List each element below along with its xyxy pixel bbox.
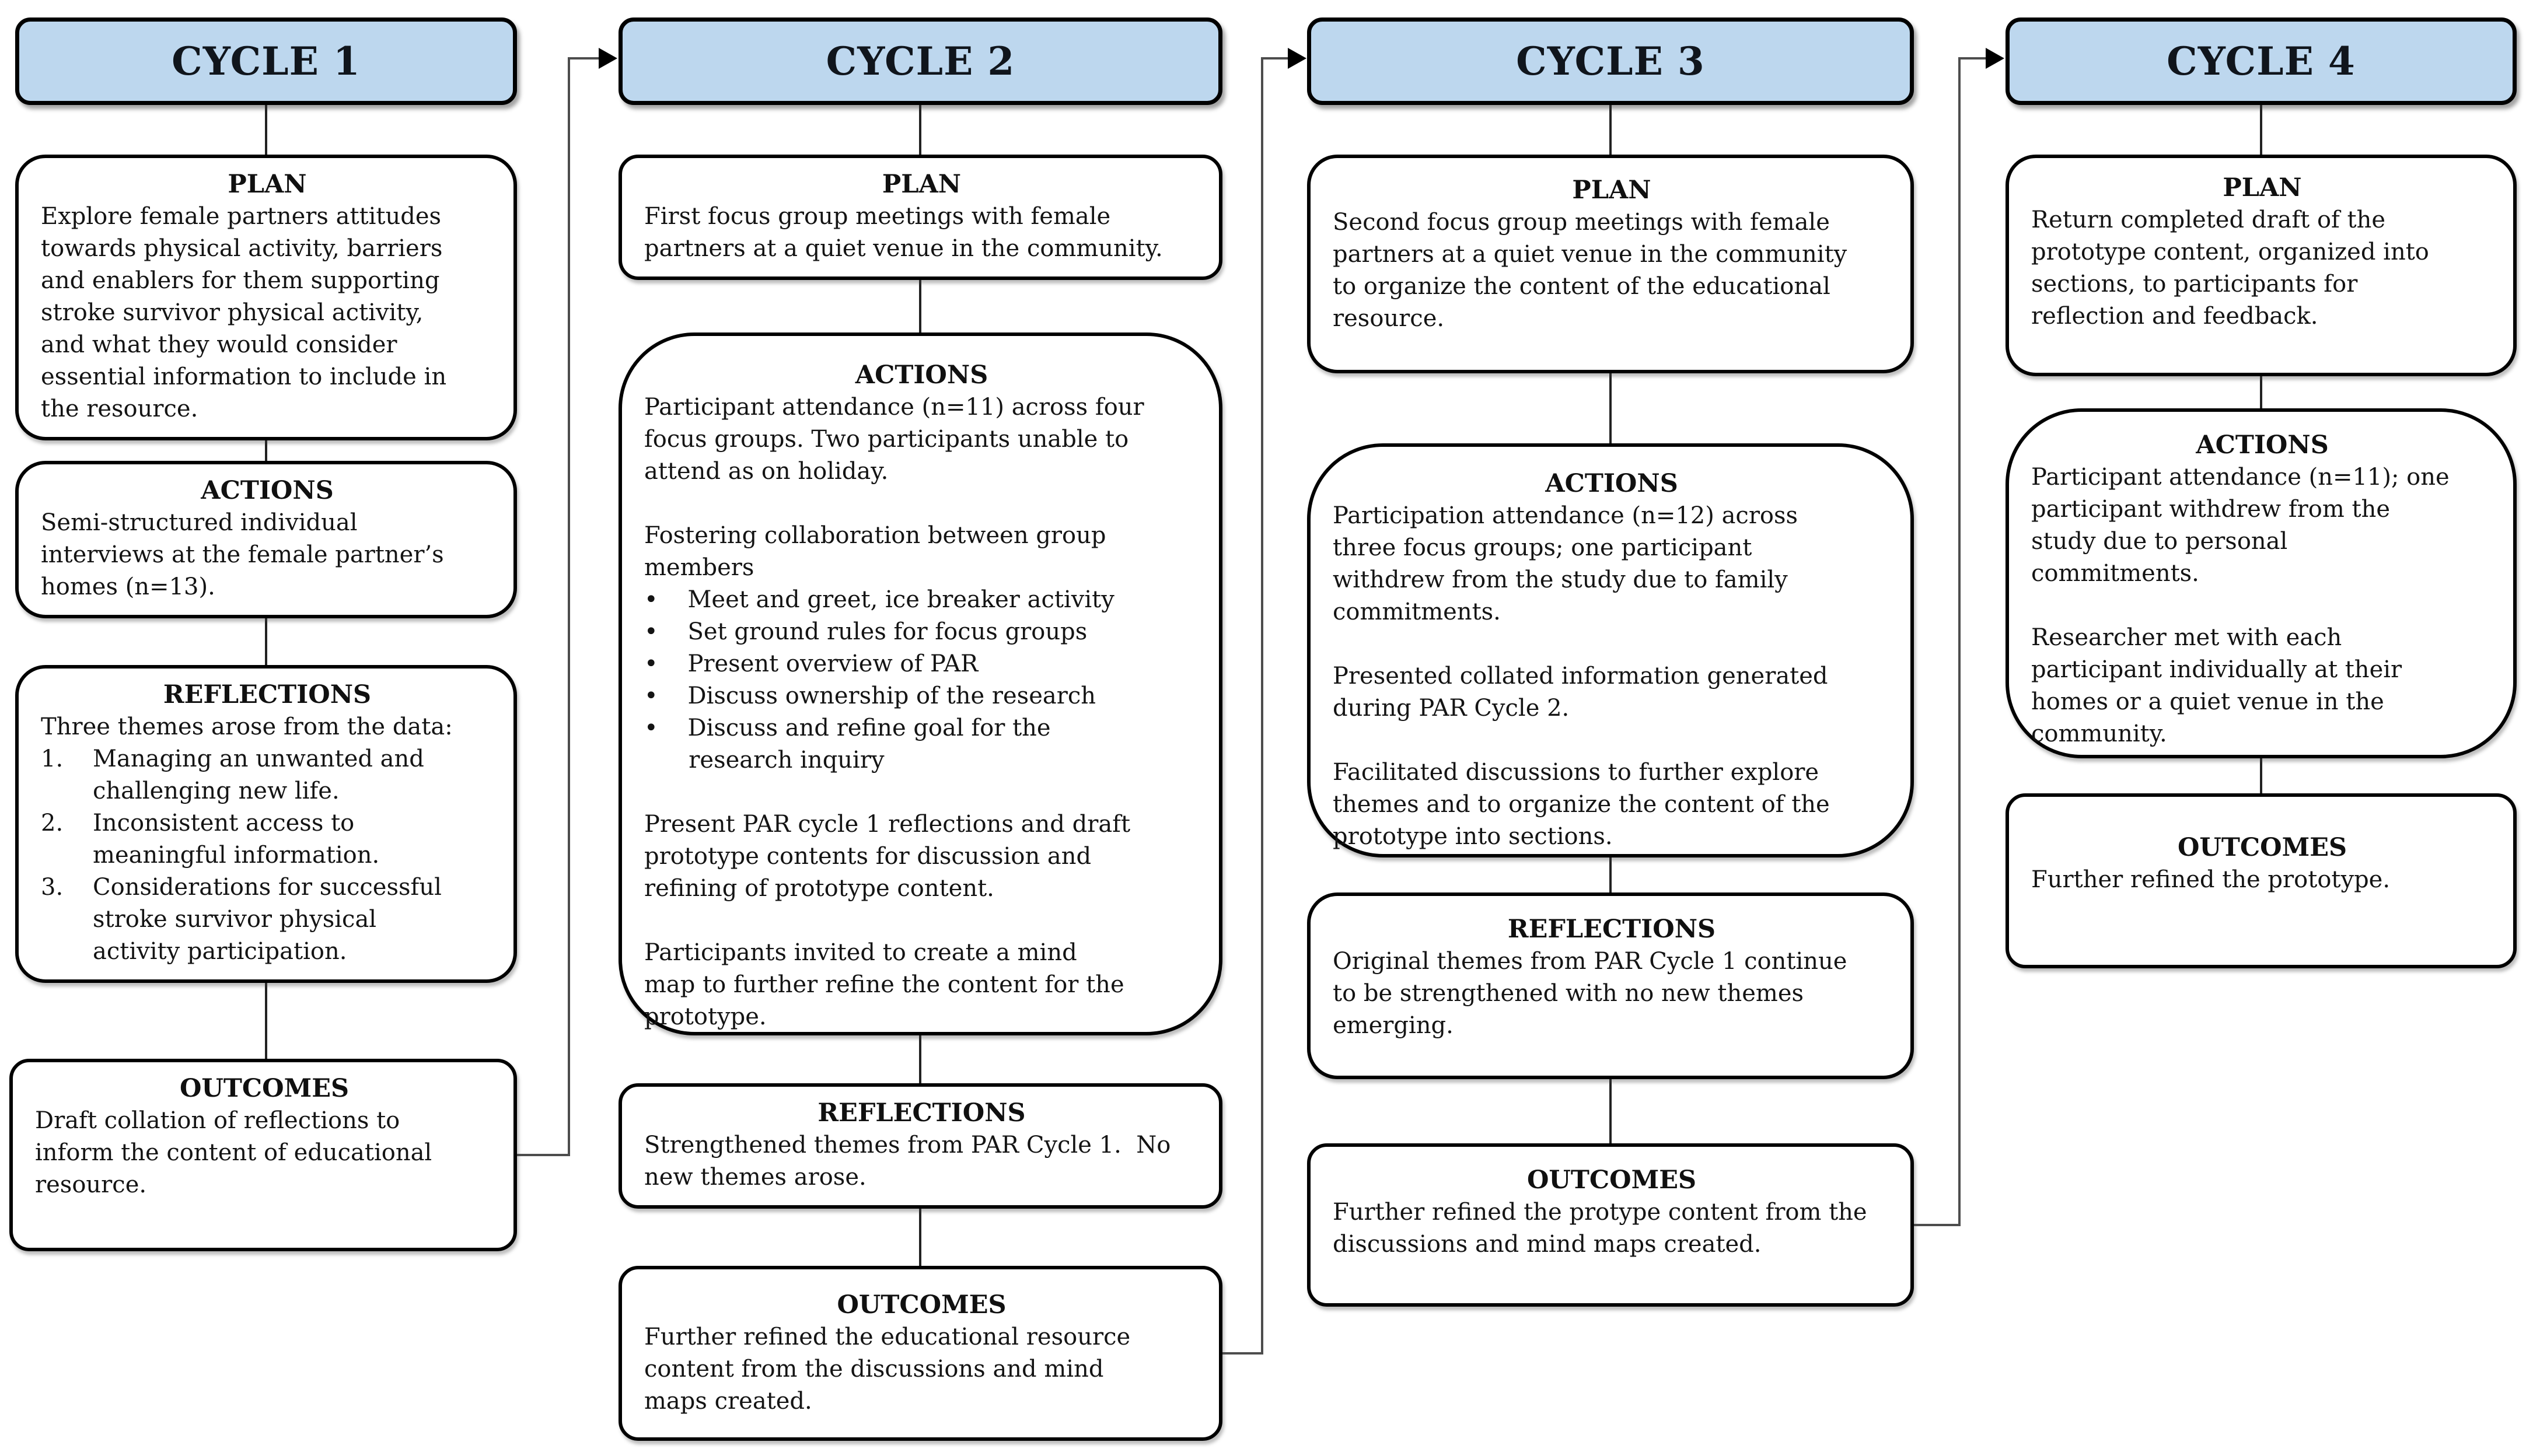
cycle1-outcomes-body: Draft collation of reflections to inform… — [35, 1107, 432, 1198]
cycle2-plan-box: PLAN First focus group meetings with fem… — [619, 155, 1222, 280]
cycle3-outcomes-box: OUTCOMES Further refined the protype con… — [1307, 1143, 1914, 1307]
cycle3-title: CYCLE 3 — [1516, 38, 1705, 84]
cycle3-outcomes-heading: OUTCOMES — [1526, 1166, 1697, 1195]
cycle4-plan-box: PLAN Return completed draft of the proto… — [2006, 155, 2517, 376]
cycle3-plan-body: Second focus group meetings with female … — [1333, 209, 1847, 332]
cycle1-plan-body: Explore female partners attitudes toward… — [41, 203, 447, 422]
cycle1-outcomes-heading: OUTCOMES — [179, 1074, 350, 1103]
cycle1-plan-heading: PLAN — [228, 170, 307, 199]
cycle3-outcomes-body: Further refined the protype content from… — [1333, 1199, 1867, 1258]
cycle1-reflections-box: REFLECTIONS Three themes arose from the … — [15, 665, 517, 983]
cycle2-actions-body: Participant attendance (n=11) across fou… — [644, 394, 1144, 1030]
cycle2-actions-box: ACTIONS Participant attendance (n=11) ac… — [619, 332, 1222, 1035]
cycle2-reflections-box: REFLECTIONS Strengthened themes from PAR… — [619, 1083, 1222, 1209]
cycle3-header: CYCLE 3 — [1307, 18, 1914, 105]
cycle1-reflections-body: Three themes arose from the data: 1. Man… — [41, 713, 453, 965]
cycle3-actions-box: ACTIONS Participation attendance (n=12) … — [1307, 443, 1914, 858]
cycle4-plan-body: Return completed draft of the prototype … — [2031, 206, 2429, 330]
cycle2-reflections-heading: REFLECTIONS — [817, 1098, 1026, 1128]
cycle3-actions-heading: ACTIONS — [1545, 469, 1678, 498]
flow-arrow-icon — [1288, 48, 1306, 69]
cycle4-title: CYCLE 4 — [2167, 38, 2356, 84]
cycle2-outcomes-heading: OUTCOMES — [837, 1290, 1007, 1320]
connector-cycle3-to-cycle4 — [1914, 57, 1987, 1226]
cycle4-plan-heading: PLAN — [2223, 173, 2302, 202]
cycle1-reflections-heading: REFLECTIONS — [163, 680, 372, 709]
cycle3-plan-box: PLAN Second focus group meetings with fe… — [1307, 155, 1914, 373]
cycle4-outcomes-heading: OUTCOMES — [2177, 833, 2347, 862]
cycle4-outcomes-body: Further refined the prototype. — [2031, 866, 2391, 893]
connector-cycle2-to-cycle3 — [1222, 57, 1289, 1354]
connector-cycle1-to-cycle2 — [517, 57, 600, 1156]
cycle2-actions-heading: ACTIONS — [855, 360, 988, 390]
cycle3-reflections-body: Original themes from PAR Cycle 1 continu… — [1333, 948, 1847, 1039]
cycle2-reflections-body: Strengthened themes from PAR Cycle 1. No… — [644, 1132, 1171, 1191]
cycle1-actions-heading: ACTIONS — [201, 476, 334, 505]
cycle1-header: CYCLE 1 — [15, 18, 517, 105]
cycle2-outcomes-body: Further refined the educational resource… — [644, 1324, 1131, 1415]
cycle2-header: CYCLE 2 — [619, 18, 1222, 105]
cycle3-plan-heading: PLAN — [1572, 176, 1651, 205]
cycle1-actions-body: Semi-structured individual interviews at… — [41, 509, 444, 600]
cycle4-actions-heading: ACTIONS — [2196, 430, 2329, 460]
flow-arrow-icon — [1986, 48, 2004, 69]
cycle2-plan-heading: PLAN — [882, 170, 962, 199]
cycle2-plan-body: First focus group meetings with female p… — [644, 203, 1163, 262]
cycle4-actions-box: ACTIONS Participant attendance (n=11); o… — [2006, 408, 2517, 758]
cycle1-outcomes-box: OUTCOMES Draft collation of reflections … — [9, 1059, 517, 1251]
cycle1-title: CYCLE 1 — [172, 38, 361, 84]
cycle4-header: CYCLE 4 — [2006, 18, 2517, 105]
cycle3-reflections-heading: REFLECTIONS — [1507, 915, 1716, 944]
cycle2-outcomes-box: OUTCOMES Further refined the educational… — [619, 1266, 1222, 1441]
cycle1-plan-box: PLAN Explore female partners attitudes t… — [15, 155, 517, 440]
cycle1-actions-box: ACTIONS Semi-structured individual inter… — [15, 461, 517, 618]
cycle4-outcomes-box: OUTCOMES Further refined the prototype. — [2006, 793, 2517, 968]
cycle4-actions-body: Participant attendance (n=11); one parti… — [2031, 464, 2450, 747]
cycle3-reflections-box: REFLECTIONS Original themes from PAR Cyc… — [1307, 892, 1914, 1079]
cycle2-title: CYCLE 2 — [826, 38, 1015, 84]
cycle3-actions-body: Participation attendance (n=12) across t… — [1333, 502, 1830, 850]
flow-arrow-icon — [599, 48, 617, 69]
